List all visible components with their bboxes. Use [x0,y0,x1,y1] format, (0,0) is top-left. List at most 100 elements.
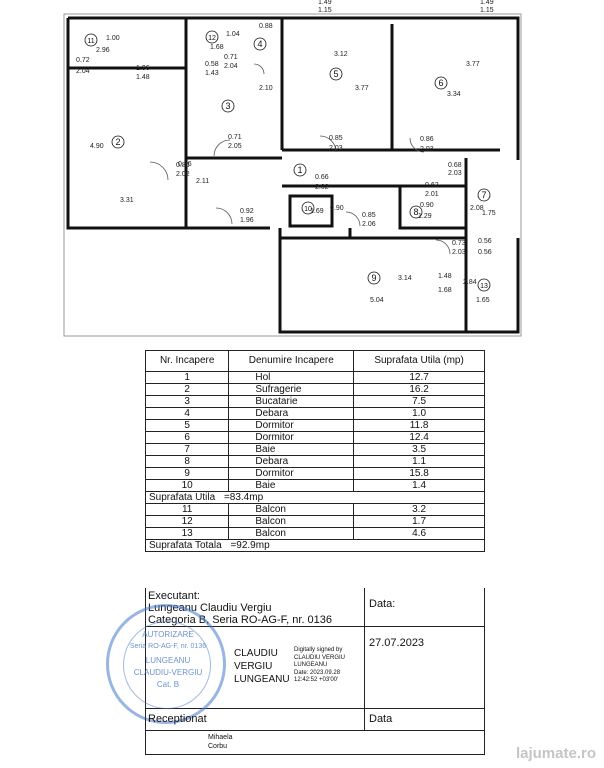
dimension-label: 4.90 [90,143,104,150]
receptionat-data-label: Data [369,713,393,725]
cell-name: Debara [228,455,355,468]
dimension-label: 0.71 [224,54,238,61]
dimension-label: 3.12 [334,51,348,58]
dimension-label: 1.96 [240,217,254,224]
dimension-label: 2.03 [420,146,434,153]
dimension-label: 1.49 [318,0,332,6]
dimension-label: 1.48 [438,273,452,280]
cell-name: Dormitor [228,419,355,432]
room-label-circle [301,201,315,215]
watermark-logo: lajumate.ro [515,745,596,762]
cell-nr: 8 [144,455,230,468]
cell-nr: 4 [144,407,230,420]
cell-name: Dormitor [228,467,355,480]
room-label: 12 [208,35,216,42]
cell-nr: 7 [144,443,230,456]
dimension-label: 2.06 [362,221,376,228]
cell-area: 12.7 [353,371,485,384]
room-label-circle [253,37,267,51]
room-label-circle [477,278,491,292]
dimension-label: 2.96 [96,47,110,54]
cell-nr: 1 [144,371,230,384]
cell-name: Sufragerie [228,383,355,396]
receptionat-label: Receptionat [148,713,207,725]
room-label-circle [329,67,343,81]
executant-label: Executant: [148,590,200,602]
dimension-label: 0.73 [452,240,466,247]
cell-name: Dormitor [228,431,355,444]
dimension-label: 3.77 [466,61,480,68]
room-label: 1 [297,165,302,175]
cell-nr: 12 [144,515,230,528]
room-label: 6 [438,78,443,88]
dimension-label: 2.84 [463,279,477,286]
cell-area: 12.4 [353,431,485,444]
dimension-label: 1.49 [480,0,494,6]
cell-name: Balcon [228,527,355,540]
total-value: =92.9mp [230,539,270,551]
dimension-label: 0.86 [178,161,192,168]
room-label: 8 [413,207,418,217]
dimension-label: 0.86 [176,162,190,169]
room-label: 9 [371,273,376,283]
dimension-label: 0.90 [330,205,344,212]
dimension-label: 0.90 [420,202,434,209]
dimension-label: 5.04 [370,297,384,304]
util-row: Suprafata Utila =83.4mp [145,491,485,504]
cell-nr: 9 [144,467,230,480]
dimension-label: 1.04 [226,31,240,38]
dimension-label: 1.68 [210,44,224,51]
cell-area: 16.2 [353,383,485,396]
room-table: Nr. Incapere Denumire Incapere Suprafata… [144,350,485,552]
dimension-label: 2.08 [470,205,484,212]
executant-data-label: Data: [369,598,396,610]
room-label: 7 [481,190,486,200]
dimension-label: 0.86 [420,136,434,143]
dimension-label: 0.56 [478,238,492,245]
dimension-label: 2.02 [315,184,329,191]
dimension-label: 1.15 [318,7,332,14]
util-value: =83.4mp [223,491,264,503]
cell-area: 1.0 [353,407,485,420]
room-label-circle [409,205,423,219]
dimension-label: 2.04 [224,63,238,70]
cell-nr: 13 [144,527,230,540]
signature-details: Digitally signed by CLAUDIU VERGIU LUNGE… [294,647,346,683]
room-label-circle [477,188,491,202]
header-nr: Nr. Incapere [144,350,230,372]
dimension-label: 1.15 [480,7,494,14]
cell-nr: 10 [144,479,230,492]
dimension-label: 1.00 [106,35,120,42]
room-label: 11 [87,38,94,45]
cell-area: 3.2 [353,503,485,516]
room-label: 4 [257,39,262,49]
receptionat-name: Mihaela Corbu [208,734,233,750]
dimension-label: 0.66 [315,174,329,181]
cell-name: Balcon [228,503,355,516]
dimension-label: 1.43 [205,70,219,77]
dimension-label: 0.68 [448,162,462,169]
dimension-label: 0.72 [76,57,90,64]
room-label-circle [434,76,448,90]
room-label-circle [205,30,219,44]
dimension-label: 0.71 [228,134,242,141]
dimension-label: 1.65 [476,297,490,304]
room-label-circle [221,99,235,113]
room-label-circle [367,271,381,285]
cell-nr: 5 [144,419,230,432]
total-label: Suprafata Totala [149,539,222,551]
dimension-label: 0.62 [425,182,439,189]
cell-area: 15.8 [353,467,485,480]
room-label-circle [293,163,307,177]
